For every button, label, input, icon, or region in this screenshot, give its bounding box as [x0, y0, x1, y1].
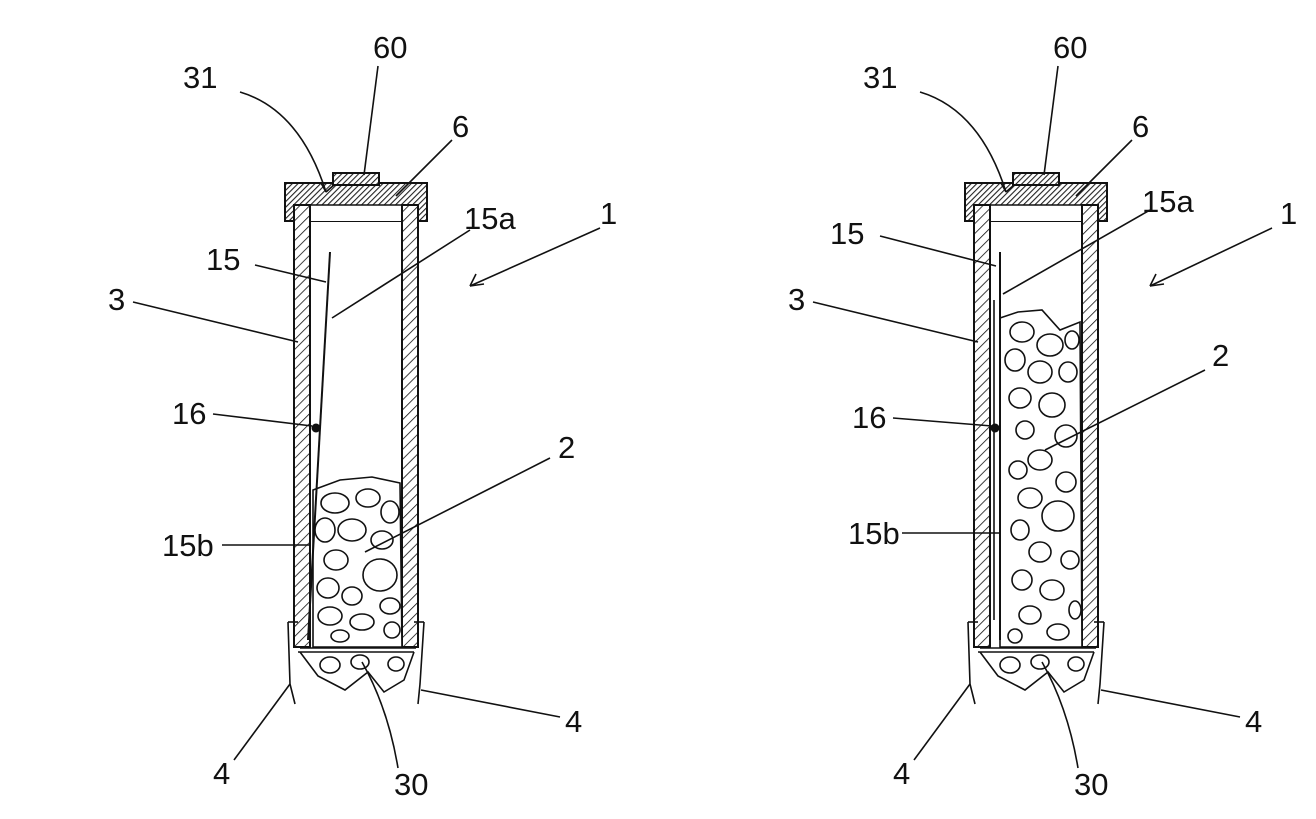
tube-wall-right [401, 204, 419, 648]
granular-filling [999, 309, 1083, 648]
label-1: 1 [1280, 196, 1297, 231]
label-4-left: 4 [893, 756, 910, 791]
label-15b: 15b [162, 528, 214, 563]
bottom-fill-30 [299, 651, 415, 694]
blade-right [1097, 621, 1105, 705]
label-15: 15 [830, 216, 864, 251]
pivot-16 [311, 423, 321, 433]
label-31: 31 [183, 60, 217, 95]
knob-60 [1012, 172, 1060, 186]
granular-filling [312, 476, 403, 648]
label-4-left: 4 [213, 756, 230, 791]
bottom-fill-30 [979, 651, 1095, 694]
label-4-right: 4 [565, 704, 582, 739]
figure-right: 60 31 6 15a 1 15 3 16 2 15b 4 4 30 [788, 30, 1297, 802]
figure-left: 60 31 6 15a 1 15 3 16 2 15b 4 4 30 [108, 30, 617, 802]
label-15a: 15a [1142, 184, 1194, 219]
label-30: 30 [1074, 767, 1108, 802]
label-60: 60 [1053, 30, 1087, 65]
label-2: 2 [1212, 338, 1229, 373]
label-30: 30 [394, 767, 428, 802]
label-4-right: 4 [1245, 704, 1262, 739]
label-1: 1 [600, 196, 617, 231]
label-31: 31 [863, 60, 897, 95]
label-60: 60 [373, 30, 407, 65]
label-6: 6 [1132, 109, 1149, 144]
label-3: 3 [788, 282, 805, 317]
label-2: 2 [558, 430, 575, 465]
label-16: 16 [172, 396, 206, 431]
flap-15 [307, 251, 331, 641]
blade-right [417, 621, 425, 705]
label-15a: 15a [464, 201, 516, 236]
label-6: 6 [452, 109, 469, 144]
pivot-16 [990, 423, 1000, 433]
label-16: 16 [852, 400, 886, 435]
label-15b: 15b [848, 516, 900, 551]
label-3: 3 [108, 282, 125, 317]
tube-wall-right [1081, 204, 1099, 648]
label-15: 15 [206, 242, 240, 277]
knob-60 [332, 172, 380, 186]
